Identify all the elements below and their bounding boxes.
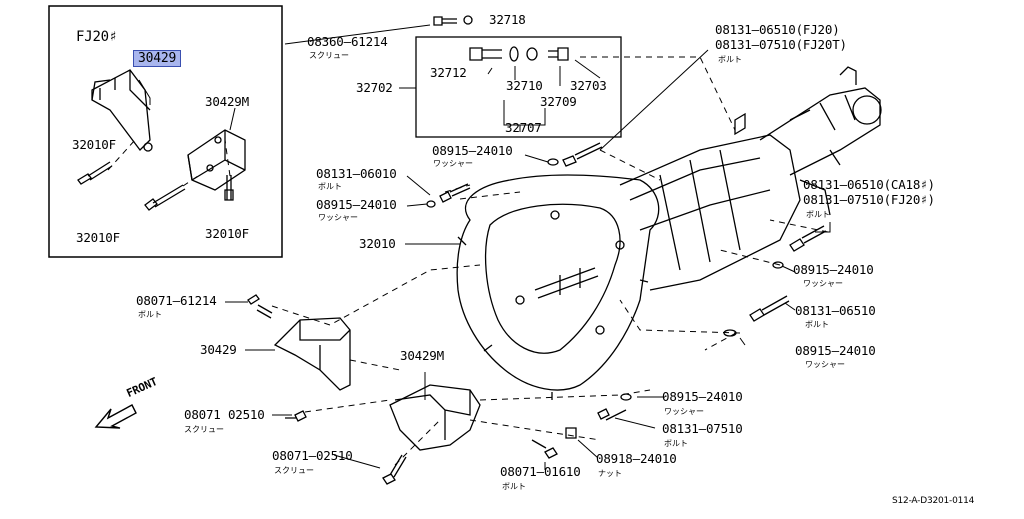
part-08915-a-jp: ワッシャー — [433, 159, 473, 168]
diagram-ref-code: S12-A-D3201-0114 — [892, 496, 975, 506]
part-32010[interactable]: 32010 — [359, 236, 396, 251]
part-08915-c[interactable]: 08915–24010 — [793, 262, 874, 277]
part-08131-06010[interactable]: 08131–06010 — [316, 166, 397, 181]
inset-bolt-label-c[interactable]: 32010F — [205, 226, 249, 241]
part-08071-61214-jp: ボルト — [138, 310, 162, 319]
part-08915-b-jp: ワッシャー — [318, 213, 358, 222]
part-08131-fj20[interactable]: 08131–06510(FJ20) — [715, 22, 840, 37]
part-08131-fj20t-jp: ボルト — [718, 55, 742, 64]
inset-frame — [48, 5, 283, 258]
part-08915-d-jp: ワッシャー — [805, 360, 845, 369]
part-08915-c-jp: ワッシャー — [803, 279, 843, 288]
inset-part-30429-highlight[interactable]: 30429 — [133, 50, 182, 67]
part-32709[interactable]: 32709 — [540, 94, 577, 109]
kit-group-frame — [415, 36, 622, 138]
inset-bolt-label-b[interactable]: 32010F — [76, 230, 120, 245]
part-08071-61214[interactable]: 08071–61214 — [136, 293, 217, 308]
connector-lines — [107, 56, 829, 466]
part-08131-fj20f-jp: ボルト — [806, 210, 830, 219]
part-08071-02510-a-jp: スクリュー — [184, 425, 224, 434]
part-08360-61214-jp: スクリュー — [309, 51, 349, 60]
bracket-30429m — [389, 384, 481, 451]
part-08071-02510-a[interactable]: 08071 02510 — [184, 407, 265, 422]
part-08915-d[interactable]: 08915–24010 — [795, 343, 876, 358]
part-30429[interactable]: 30429 — [200, 342, 237, 357]
inset-bracket-30429 — [91, 69, 153, 152]
inset-part-30429m[interactable]: 30429M — [205, 94, 249, 109]
part-08918-24010[interactable]: 08918–24010 — [596, 451, 677, 466]
part-08918-24010-jp: ナット — [598, 469, 622, 478]
part-08131-ca18[interactable]: 08131–06510(CA18♯) — [803, 177, 935, 192]
part-08915-e-jp: ワッシャー — [664, 407, 704, 416]
part-08131-fj20f[interactable]: 08131–07510(FJ20♯) — [803, 192, 935, 207]
part-08071-01610[interactable]: 08071–01610 — [500, 464, 581, 479]
part-32707[interactable]: 32707 — [505, 120, 542, 135]
transmission-housing — [456, 66, 882, 400]
part-08915-e[interactable]: 08915–24010 — [662, 389, 743, 404]
part-08071-02510-b-jp: スクリュー — [274, 466, 314, 475]
part-08915-b[interactable]: 08915–24010 — [316, 197, 397, 212]
part-08915-a[interactable]: 08915–24010 — [432, 143, 513, 158]
part-08131-07510-jp: ボルト — [664, 439, 688, 448]
part-32710[interactable]: 32710 — [506, 78, 543, 93]
part-08131-06510[interactable]: 08131–06510 — [795, 303, 876, 318]
part-08131-fj20t[interactable]: 08131–07510(FJ20T) — [715, 37, 847, 52]
leader-lines — [138, 24, 831, 470]
part-32712[interactable]: 32712 — [430, 65, 467, 80]
part-32718[interactable]: 32718 — [489, 12, 526, 27]
part-08131-07510[interactable]: 08131–07510 — [662, 421, 743, 436]
part-30429m[interactable]: 30429M — [400, 348, 444, 363]
inset-bolt-label-a[interactable]: 32010F — [72, 137, 116, 152]
part-08071-02510-b[interactable]: 08071–02510 — [272, 448, 353, 463]
part-08131-06010-jp: ボルト — [318, 182, 342, 191]
part-08131-06510-jp: ボルト — [805, 320, 829, 329]
part-32702[interactable]: 32702 — [356, 80, 393, 95]
inset-model-label: FJ20♯ — [76, 29, 118, 45]
front-arrow-icon — [94, 404, 137, 429]
fasteners — [247, 15, 827, 485]
part-08360-61214[interactable]: 08360–61214 — [307, 34, 388, 49]
part-08071-01610-jp: ボルト — [502, 482, 526, 491]
inset-bracket-30429m — [187, 129, 246, 191]
bracket-30429 — [273, 317, 351, 391]
part-32703[interactable]: 32703 — [570, 78, 607, 93]
inset-bolts — [77, 161, 234, 211]
